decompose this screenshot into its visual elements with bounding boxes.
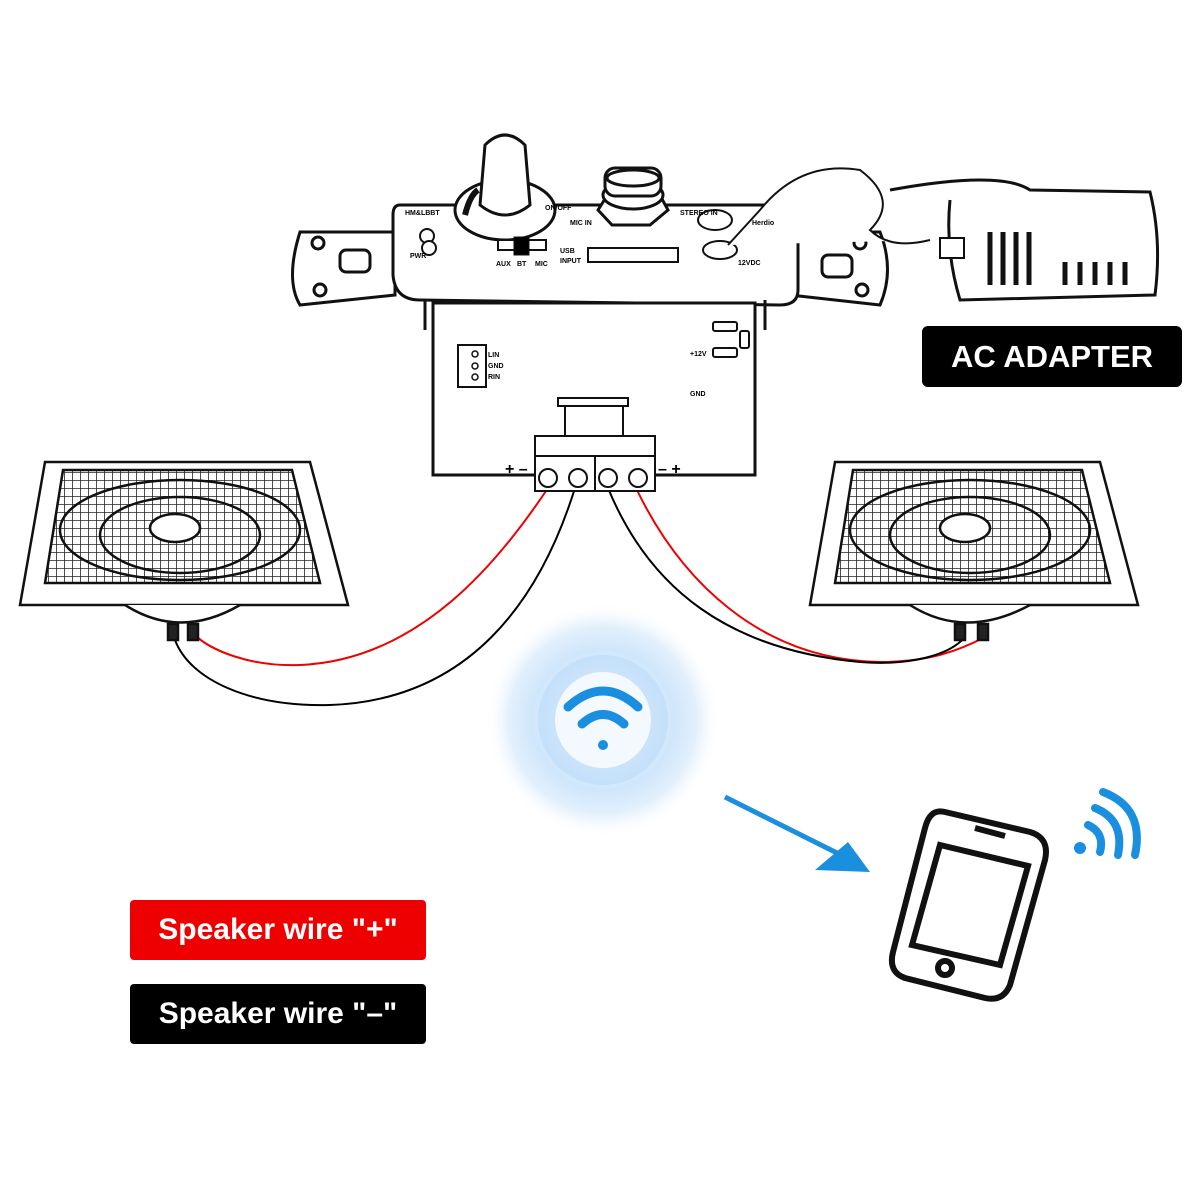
legend-negative-wire: Speaker wire "–" [130,984,426,1044]
amplifier [291,133,931,492]
usb-label: USB [560,248,575,255]
left-speaker [18,460,350,642]
input-label: INPUT [560,258,582,265]
switch-aux-label: AUX [496,261,511,268]
left-terminal-label: + – [505,461,528,478]
legend-positive-wire: Speaker wire "+" [130,900,426,960]
rin-label: RIN [488,374,500,381]
model-label: HM&LBBT [405,210,440,217]
on-off-label: ON/OFF [545,205,572,212]
right-terminal-label: – + [658,461,681,478]
panel-labels: PWR HM&LBBT ON/OFF AUX BT MIC USB INPUT … [405,205,774,478]
pwr-label: PWR [410,253,426,260]
smartphone-icon [888,808,1049,1002]
mic-in-label: MIC IN [570,220,592,227]
switch-mic-label: MIC [535,261,548,268]
power-12v-label: +12V [690,351,707,358]
gnd-label: GND [690,391,706,398]
arrow-icon [723,794,870,872]
ac-adapter [889,178,1160,302]
ac-adapter-label: AC ADAPTER [922,326,1182,387]
wifi-signal [485,602,721,838]
lin-label: LIN [488,352,499,359]
stereo-in-label: STEREO IN [680,210,718,217]
right-speaker [808,460,1140,642]
dc-label: 12VDC [738,260,761,267]
brand-label: Herdio [752,220,774,227]
switch-bt-label: BT [517,261,527,268]
speaker-wires [174,487,986,707]
wifi-icon [563,686,643,750]
phone-signal-icon [1074,788,1141,859]
gnd-input-label: GND [488,363,504,370]
